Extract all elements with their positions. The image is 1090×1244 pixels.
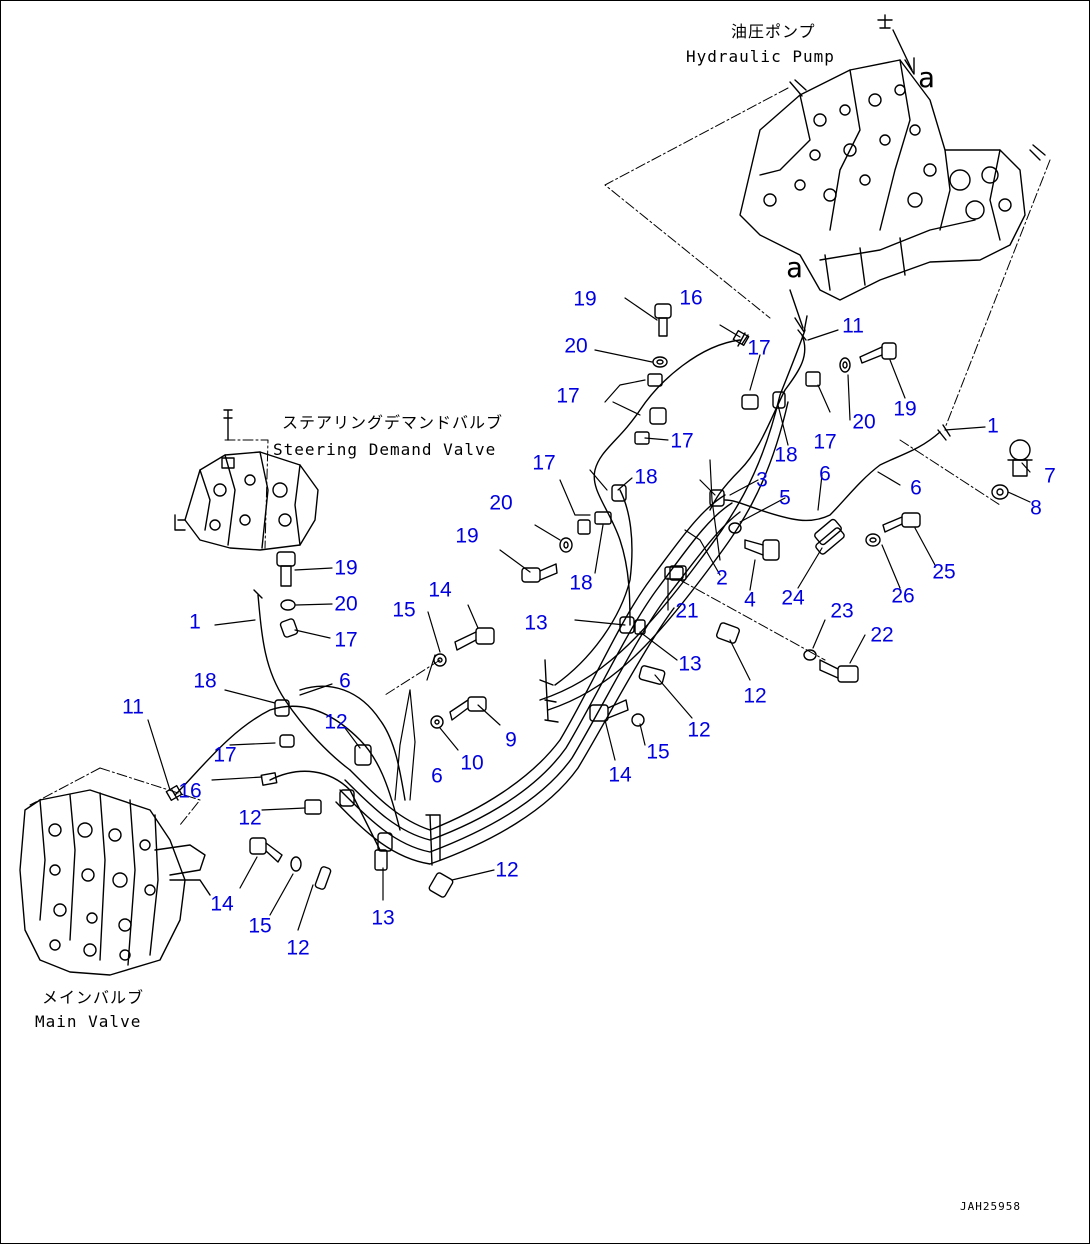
callout-11: 11 [842,314,864,338]
view-marker-a-mid: a [786,251,803,284]
callout-leaders [147,297,1031,931]
hose-bundle [335,329,806,866]
callout-17: 17 [813,430,837,454]
callout-6: 6 [339,669,351,693]
callout-12: 12 [324,710,348,734]
main-valve-caption-en: Main Valve [35,1012,142,1031]
fasteners [165,303,1033,872]
callout-12: 12 [286,936,310,960]
callout-20: 20 [564,334,588,358]
view-marker-a-top: a [918,61,935,94]
steering-valve-caption-en: Steering Demand Valve [273,440,497,459]
callout-18: 18 [569,571,593,595]
callout-12: 12 [495,858,519,882]
hydraulic-pump-caption-jp: 油圧ポンプ [731,22,816,41]
hydraulic-pump-drawing [739,14,1046,301]
callout-6: 6 [910,476,922,500]
callout-15: 15 [646,740,670,764]
callout-5: 5 [779,486,791,510]
steering-valve-caption-jp: ステアリングデマンドバルブ [282,413,504,432]
callout-16: 16 [679,286,703,310]
callout-6: 6 [431,764,443,788]
callout-17: 17 [334,628,358,652]
callout-6: 6 [819,462,831,486]
callout-7: 7 [1044,464,1056,488]
hose-1-right [724,424,951,522]
main-valve-drawing [19,789,211,976]
callout-19: 19 [893,397,917,421]
callout-2: 2 [716,566,728,590]
callout-14: 14 [428,578,452,602]
clamps [274,371,842,898]
callout-11: 11 [122,695,144,719]
view-arrows [789,29,915,333]
callout-13: 13 [371,906,395,930]
callout-14: 14 [210,892,234,916]
callout-16: 16 [178,779,202,803]
callout-21: 21 [675,599,699,623]
callout-15: 15 [392,598,416,622]
callout-17: 17 [532,451,556,475]
callout-17: 17 [213,743,237,767]
callout-25: 25 [932,560,956,584]
callout-22: 22 [870,623,894,647]
callout-20: 20 [852,410,876,434]
main-valve-caption-jp: メインバルブ [42,988,145,1007]
callout-20: 20 [489,491,513,515]
hydraulic-pump-caption-en: Hydraulic Pump [686,47,835,66]
callout-12: 12 [238,806,262,830]
callout-3: 3 [756,468,768,492]
reference-leader-lines [29,87,1051,826]
callout-15: 15 [248,914,272,938]
callout-18: 18 [634,465,658,489]
callout-17: 17 [747,336,771,360]
callout-4: 4 [744,588,756,612]
steering-demand-valve-drawing [174,409,319,551]
callout-8: 8 [1030,496,1042,520]
drawing-code: JAH25958 [960,1200,1021,1213]
hose-11-top [709,329,807,511]
callout-17: 17 [556,384,580,408]
callout-24: 24 [781,586,805,610]
callout-12: 12 [743,684,767,708]
callout-23: 23 [830,599,854,623]
callout-1: 1 [987,414,999,438]
callout-19: 19 [455,524,479,548]
callout-20: 20 [334,592,358,616]
callout-26: 26 [891,584,915,608]
callout-13: 13 [678,652,702,676]
callout-18: 18 [193,669,217,693]
callout-18: 18 [774,443,798,467]
callout-17: 17 [670,429,694,453]
callout-9: 9 [505,728,517,752]
callout-14: 14 [608,763,632,787]
hose-1-left [171,589,406,851]
callout-19: 19 [573,287,597,311]
callout-10: 10 [460,751,484,775]
callout-12: 12 [687,718,711,742]
callout-1: 1 [189,610,201,634]
callout-13: 13 [524,611,548,635]
callout-19: 19 [334,556,358,580]
